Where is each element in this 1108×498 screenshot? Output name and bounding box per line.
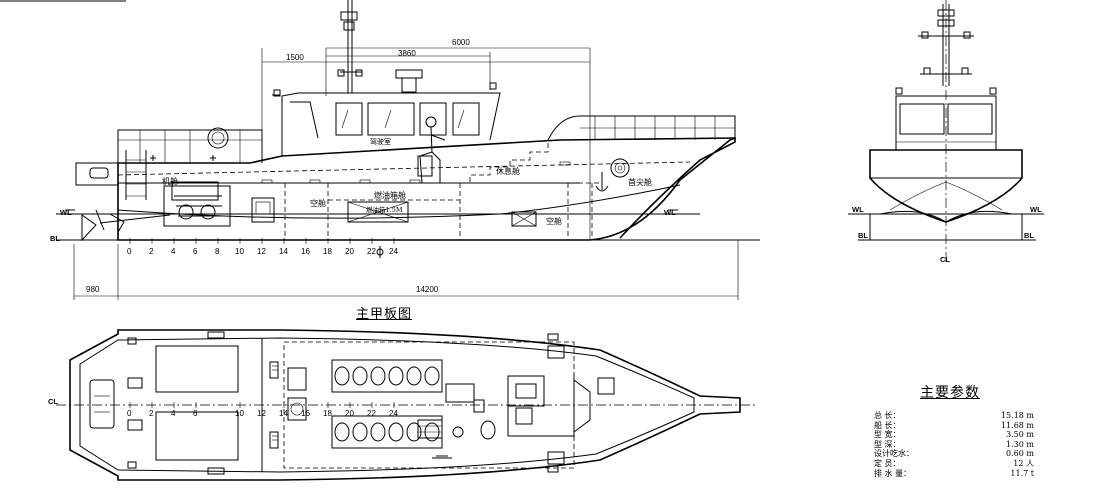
param-value: 15.18 m — [1000, 411, 1034, 420]
label-bl-front-left: BL — [858, 231, 868, 240]
param-row-crew: 定 员： 12 人 — [874, 459, 1034, 469]
param-row-displacement: 排 水 量： 11.7 t — [874, 469, 1034, 479]
profile-frame-label: 6 — [193, 247, 198, 256]
label-fuel-box: 燃油箱1.5M — [366, 205, 403, 214]
label-rest-room: 休息舱 — [496, 166, 520, 176]
deck-frame-label: 6 — [193, 409, 198, 418]
param-value: 11.68 m — [1000, 420, 1034, 430]
param-label: 型 深： — [874, 439, 901, 449]
param-label: 排 水 量： — [874, 468, 912, 478]
params-title: 主要参数 — [920, 385, 980, 401]
label-void-aft: 空舱 — [310, 198, 326, 208]
deck-frame-label: 10 — [235, 409, 244, 418]
deck-frame-label: 22 — [367, 409, 376, 418]
label-bl-front-right: BL — [1024, 231, 1034, 240]
deck-frame-label: 0 — [127, 409, 132, 418]
param-label: 总 长： — [874, 411, 901, 420]
profile-frame-label: 16 — [301, 247, 310, 256]
side-profile: 1500 3860 6000 980 14200 024681012141618… — [50, 0, 760, 300]
label-wl-profile-fwd: WL — [664, 208, 676, 217]
deck-frame-label: 20 — [345, 409, 354, 418]
param-value: 3.50 m — [1006, 430, 1034, 440]
dim-14200: 14200 — [416, 285, 439, 294]
label-cl-deck: CL — [48, 397, 58, 406]
deck-frame-label: 16 — [301, 409, 310, 418]
param-label: 定 员： — [874, 458, 901, 468]
profile-frame-label: 20 — [345, 247, 354, 256]
seat — [352, 366, 368, 386]
dim-3860: 3860 — [398, 49, 416, 58]
label-wl-profile: WL — [60, 208, 72, 217]
profile-frame-label: 0 — [127, 247, 132, 256]
param-label: 船 长： — [874, 420, 901, 430]
param-row-draft: 设计吃水： 0.60 m — [874, 449, 1034, 459]
seat — [370, 422, 386, 442]
seat — [334, 366, 350, 386]
profile-frame-label: 18 — [323, 247, 332, 256]
label-engine-room: 机舱 — [162, 176, 178, 186]
label-bow-compartment: 首尖舱 — [628, 177, 652, 187]
deck-frame-label: 14 — [279, 409, 288, 418]
param-value: 1.30 m — [1006, 439, 1034, 449]
param-row-beam: 型 宽： 3.50 m — [874, 430, 1034, 440]
profile-frame-label: 8 — [215, 247, 220, 256]
profile-frame-label: 14 — [279, 247, 288, 256]
param-label: 设计吃水： — [874, 449, 914, 459]
deck-frame-label: 18 — [323, 409, 332, 418]
deck-plan-title: 主甲板图 — [356, 307, 413, 322]
profile-frame-label: 4 — [171, 247, 176, 256]
seat — [388, 422, 404, 442]
profile-frame-label: 2 — [149, 247, 154, 256]
label-void-fwd: 空舱 — [546, 216, 562, 226]
param-row-overall-length: 总 长： 15.18 m — [874, 411, 1034, 421]
seat — [334, 422, 350, 442]
param-label: 型 宽： — [874, 430, 901, 440]
deck-frame-label: 24 — [389, 409, 398, 418]
deck-frame-label: 12 — [257, 409, 266, 418]
param-row-ship-length: 船 长： 11.68 m — [874, 421, 1034, 431]
param-value: 12 人 — [1013, 458, 1034, 468]
label-bl-profile: BL — [50, 234, 60, 243]
param-value: 0.60 m — [1006, 449, 1034, 459]
params-table: 总 长： 15.18 m 船 长： 11.68 m 型 宽： 3.50 m 型 深： 1… — [874, 411, 1034, 478]
deck-frame-label: 4 — [171, 409, 176, 418]
dim-1500: 1500 — [286, 53, 304, 62]
profile-frame-label: 12 — [257, 247, 266, 256]
label-fuel-tank: 燃油箱舱 — [374, 190, 406, 200]
seat — [388, 366, 404, 386]
label-wl-front-left: WL — [852, 205, 864, 214]
seat — [424, 366, 440, 386]
label-wl-front-right: WL — [1030, 205, 1042, 214]
label-cl-front: CL — [940, 255, 950, 264]
label-wheelhouse: 驾驶室 — [370, 137, 391, 146]
profile-frame-label: 24 — [389, 247, 398, 256]
profile-frame-label: 22 — [367, 247, 376, 256]
front-view: WL WL BL BL CL — [848, 0, 1044, 264]
profile-frame-label: 10 — [235, 247, 244, 256]
seat — [352, 422, 368, 442]
dim-980: 980 — [86, 285, 100, 294]
dim-6000: 6000 — [452, 38, 470, 47]
seat — [370, 366, 386, 386]
deck-frame-label: 2 — [149, 409, 154, 418]
param-value: 11.7 t — [1010, 468, 1034, 478]
seat — [406, 366, 422, 386]
param-row-depth: 型 深： 1.30 m — [874, 440, 1034, 450]
